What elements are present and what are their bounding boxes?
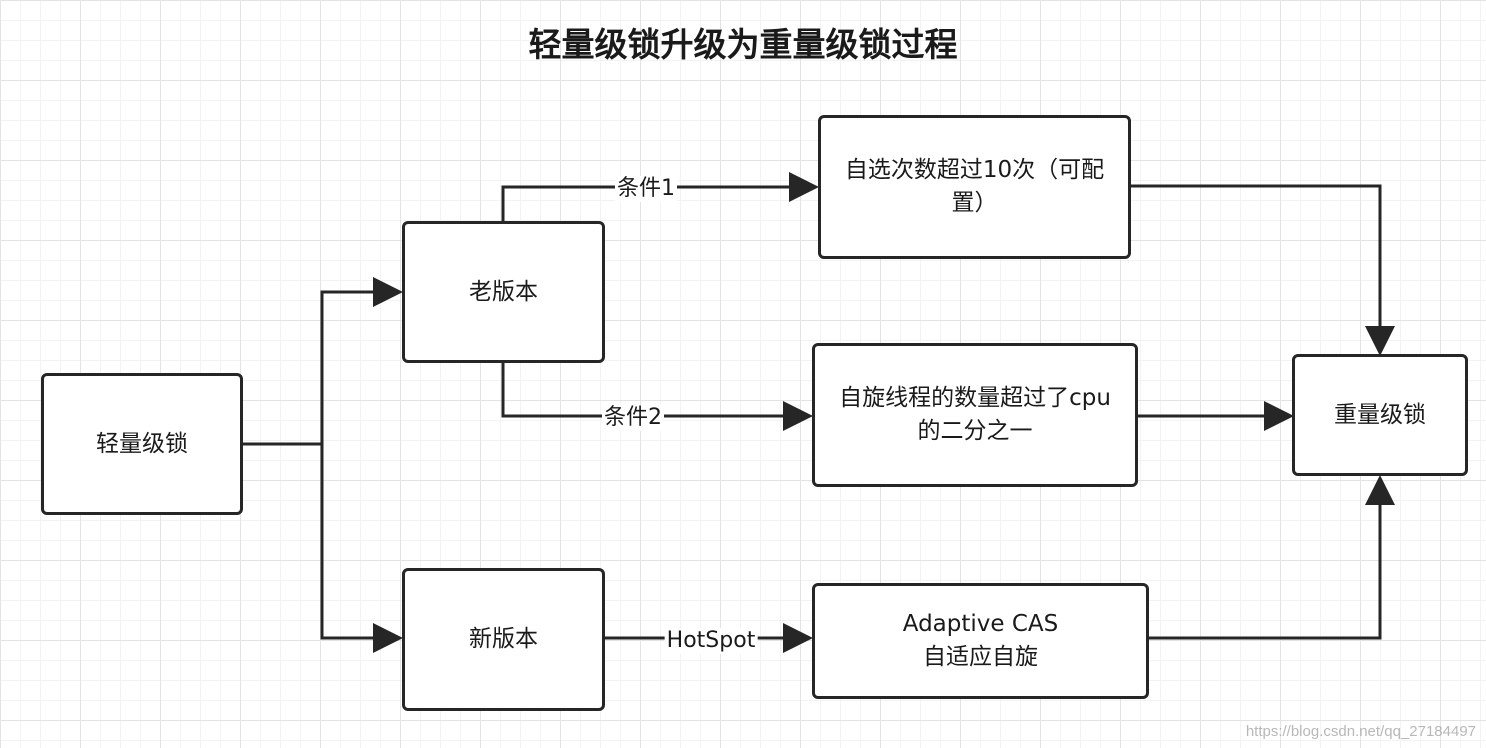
- node-adaptive-cas: Adaptive CAS 自适应自旋: [812, 583, 1149, 699]
- watermark: https://blog.csdn.net/qq_27184497: [1245, 723, 1476, 740]
- connector-old-to-spin-count: [501, 172, 819, 221]
- node-new-version-label: 新版本: [469, 626, 538, 652]
- connector-spin-count-to-heavy: [1130, 184, 1395, 356]
- edge-label-condition-2: 条件2: [602, 405, 664, 431]
- node-heavy-lock: 重量级锁: [1292, 354, 1468, 476]
- edge-label-hotspot: HotSpot: [664, 628, 758, 654]
- connector-old-to-spin-threads: [501, 362, 813, 431]
- node-spin-threads: 自旋线程的数量超过了cpu的二分之一: [812, 343, 1138, 487]
- connector-adaptive-to-heavy: [1148, 475, 1395, 640]
- node-old-version-label: 老版本: [469, 278, 538, 305]
- edge-label-condition-1: 条件1: [615, 176, 677, 202]
- node-spin-count-label: 自选次数超过10次（可配置）: [844, 157, 1105, 216]
- node-new-version: 新版本: [402, 568, 605, 711]
- node-adaptive-cas-line2: 自适应自旋: [923, 644, 1038, 670]
- diagram-title: 轻量级锁升级为重量级锁过程: [528, 25, 958, 64]
- connector-light-to-old: [243, 277, 403, 446]
- node-light-lock-label: 轻量级锁: [96, 430, 188, 457]
- node-spin-threads-label: 自旋线程的数量超过了cpu的二分之一: [839, 385, 1111, 444]
- connector-light-to-new: [243, 442, 403, 653]
- node-adaptive-cas-line1: Adaptive CAS: [902, 611, 1059, 637]
- node-light-lock: 轻量级锁: [41, 373, 243, 515]
- node-spin-count: 自选次数超过10次（可配置）: [818, 115, 1131, 259]
- node-heavy-lock-label: 重量级锁: [1334, 401, 1426, 428]
- node-old-version: 老版本: [402, 221, 605, 363]
